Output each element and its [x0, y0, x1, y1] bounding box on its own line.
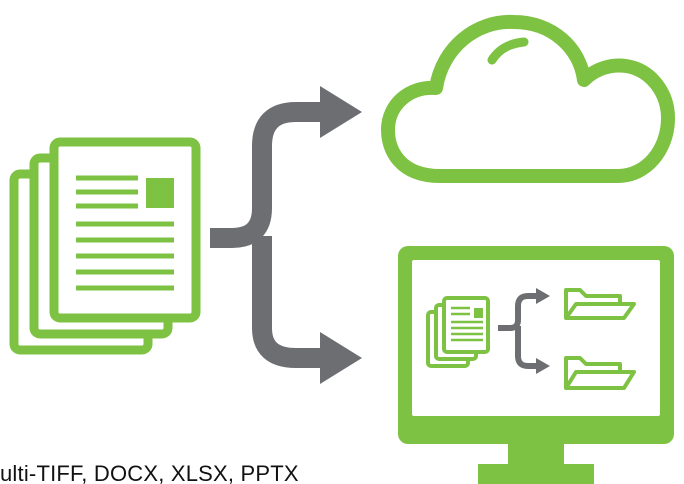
mini-document-stack-icon — [426, 296, 490, 368]
folder-icon — [564, 356, 636, 390]
format-list-caption: ulti-TIFF, DOCX, XLSX, PPTX — [0, 461, 299, 484]
document-stack-icon — [9, 137, 201, 355]
mini-split-arrow-icon — [498, 288, 550, 374]
cloud-icon — [381, 14, 675, 183]
split-arrow-icon — [210, 86, 362, 384]
computer-monitor-icon — [398, 246, 674, 484]
folder-icon — [564, 288, 636, 320]
